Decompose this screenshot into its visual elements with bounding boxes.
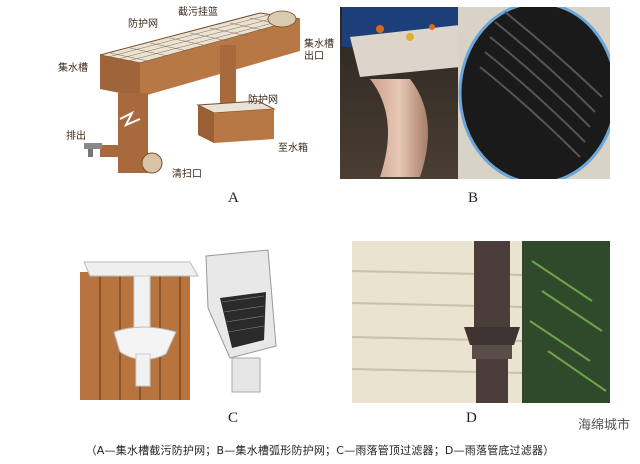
label-discharge: 排出: [66, 131, 86, 142]
label-cleanout: 清扫口: [172, 169, 202, 180]
panel-a-letter: A: [228, 190, 239, 206]
panel-c-letter: C: [228, 410, 239, 426]
panel-c: [80, 242, 330, 402]
panel-d-letter: D: [466, 410, 477, 426]
downspout-base-photo: [351, 241, 610, 403]
gutter-diagram: [84, 10, 301, 174]
label-guard-basket: 截污挂篮: [178, 7, 218, 18]
panel-d: [351, 241, 610, 403]
panel-a: 截污挂篮 防护网 集水槽 集水槽 出口 防护网 排出 至水箱 清扫口: [58, 5, 334, 185]
label-mesh-top: 防护网: [128, 19, 158, 30]
label-to-tank: 至水箱: [278, 143, 308, 154]
panel-b-letter: B: [468, 190, 479, 206]
panel-b: [340, 1, 618, 185]
gutter-photo-pair: [340, 1, 618, 185]
watermark: 海绵城市: [577, 418, 630, 433]
label-gutter-outlet: 集水槽 出口: [304, 39, 334, 62]
figure-caption: （A—集水槽截污防护网；B—集水槽弧形防护网；C—雨落管顶过滤器；D—雨落管底过…: [85, 444, 555, 457]
label-gutter: 集水槽: [58, 63, 88, 74]
downspout-head-filter: [80, 249, 277, 400]
label-mesh-box: 防护网: [248, 95, 278, 106]
